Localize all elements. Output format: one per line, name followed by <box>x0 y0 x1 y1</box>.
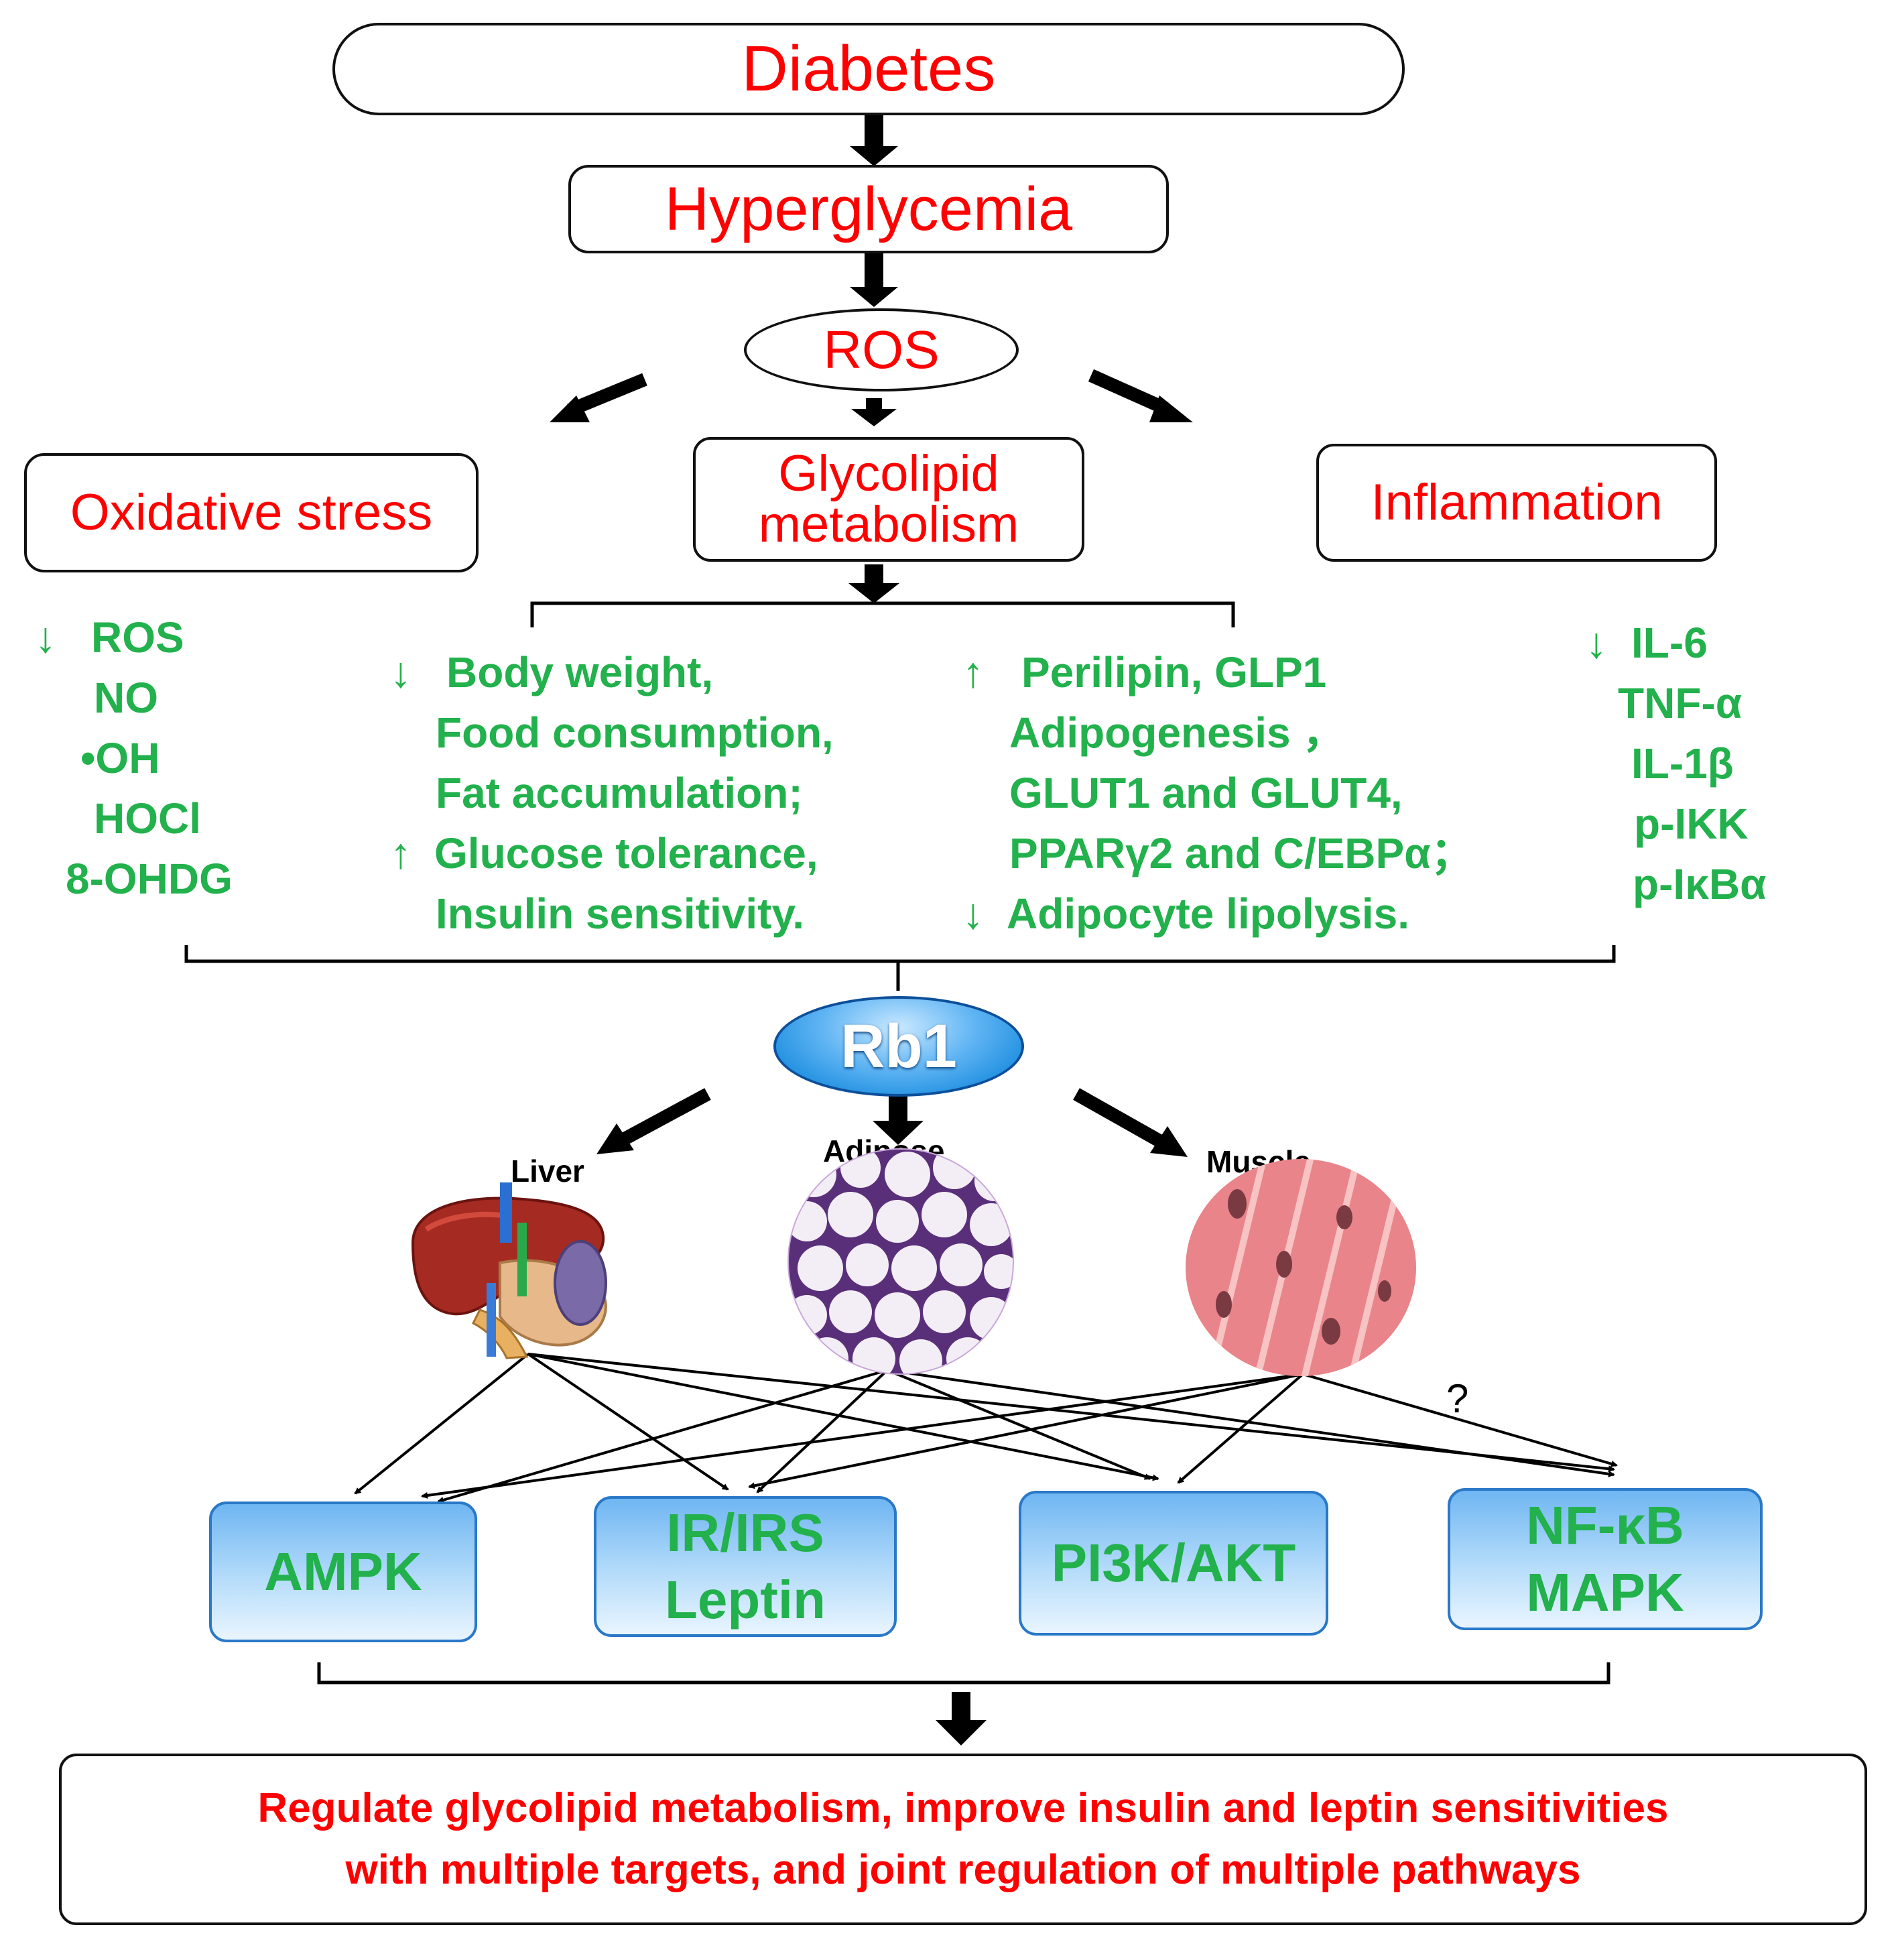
glyco-right-up-arrow: ↑ <box>962 648 984 696</box>
hyperglycemia-label: Hyperglycemia <box>664 175 1073 243</box>
conclusion-line2: with multiple targets, and joint regulat… <box>345 1847 1581 1893</box>
muscle-image <box>1186 1159 1416 1376</box>
glyco-left-line2: Food consumption, <box>436 709 834 757</box>
marker-il1b: IL-1β <box>1631 739 1734 788</box>
pathway-ir-irs: IR/IRS Leptin <box>594 1496 897 1637</box>
ros-ellipse: ROS <box>744 308 1019 391</box>
glycolipid-label-line2: metabolism <box>758 496 1019 553</box>
pathway-pi3k-line1: PI3K/AKT <box>1051 1533 1296 1593</box>
inflammation-down-arrow: ↓ <box>1586 619 1607 667</box>
conclusion-box: Regulate glycolipid metabolism, improve … <box>59 1754 1867 1925</box>
oxidative-down-arrow: ↓ <box>35 613 56 662</box>
bracket-glycolipid <box>530 601 1235 627</box>
glycolipid-box: Glycolipid metabolism <box>693 437 1084 562</box>
marker-ros: ROS <box>91 613 184 662</box>
adipose-image <box>787 1148 1014 1375</box>
pathway-ir-irs-line2: Leptin <box>665 1570 826 1630</box>
bracket-markers <box>184 945 1616 963</box>
glyco-left-line4: Glucose tolerance, <box>434 829 818 877</box>
brackets <box>184 601 1616 1685</box>
glyco-right-line1: Perilipin, GLP1 <box>1021 648 1327 696</box>
pathway-pi3k-akt: PI3K/AKT <box>1019 1491 1328 1636</box>
glyco-left-line5: Insulin sensitivity. <box>436 890 805 938</box>
marker-il6: IL-6 <box>1631 619 1708 667</box>
rb1-node: Rb1 <box>773 996 1024 1097</box>
glyco-right-line5: Adipocyte lipolysis. <box>1007 890 1410 938</box>
diabetes-label: Diabetes <box>741 33 996 105</box>
oxidative-stress-box: Oxidative stress <box>24 453 479 572</box>
arrow-diabetes-hyperglycemia <box>850 114 898 166</box>
ros-label: ROS <box>823 320 940 379</box>
glyco-right-line2: Adipogenesis ， <box>1009 709 1346 757</box>
hyperglycemia-box: Hyperglycemia <box>568 165 1169 253</box>
liver-image <box>411 1182 607 1359</box>
pathway-nfkb-mapk: NF-κB MAPK <box>1448 1488 1763 1630</box>
arrow-glycolipid-bracket <box>848 564 899 603</box>
arrow-hyperglycemia-ros <box>850 253 898 307</box>
marker-pikba: p-IκBα <box>1633 860 1767 908</box>
diagonal-thick-arrows <box>550 369 1193 1157</box>
conclusion-line1: Regulate glycolipid metabolism, improve … <box>257 1785 1669 1831</box>
glyco-left-up-arrow: ↑ <box>390 829 412 877</box>
oxidative-stress-label: Oxidative stress <box>70 484 433 541</box>
tissue-pathway-arrows <box>354 1353 1618 1504</box>
pathway-nfkb-line1: NF-κB <box>1526 1495 1684 1555</box>
inflammation-box: Inflammation <box>1316 444 1717 562</box>
pathway-ampk: AMPK <box>209 1502 477 1642</box>
question-mark: ? <box>1446 1376 1469 1421</box>
pathway-ampk-line1: AMPK <box>264 1542 422 1601</box>
marker-pikk: p-IKK <box>1634 800 1749 848</box>
glyco-right-line3: GLUT1 and GLUT4, <box>1009 769 1403 817</box>
marker-tnfa: TNF-α <box>1618 679 1743 727</box>
arrow-final <box>936 1692 987 1745</box>
arrow-ros-glycolipid <box>851 398 897 426</box>
liver-label: Liver <box>511 1154 584 1188</box>
marker-8ohdg: 8-OHDG <box>66 855 233 903</box>
glycolipid-label-line1: Glycolipid <box>778 445 999 502</box>
glyco-left-down-arrow: ↓ <box>390 648 412 696</box>
arrow-rb1-adipose <box>873 1089 924 1145</box>
glyco-right-line4: PPARγ2 and C/EBPα； <box>1009 829 1474 877</box>
glyco-right-down-arrow: ↓ <box>962 890 984 938</box>
bracket-pathways <box>317 1662 1610 1685</box>
rb1-label: Rb1 <box>840 1012 957 1081</box>
pathway-ir-irs-line1: IR/IRS <box>666 1503 824 1563</box>
inflammation-label: Inflammation <box>1371 474 1663 531</box>
marker-oh: •OH <box>80 734 160 782</box>
marker-hocl: HOCl <box>94 794 201 843</box>
glyco-left-line3: Fat accumulation; <box>436 769 803 817</box>
thick-arrows <box>848 114 987 1745</box>
glyco-left-line1: Body weight, <box>446 648 714 696</box>
pathway-nfkb-line2: MAPK <box>1526 1563 1684 1622</box>
diabetes-box: Diabetes <box>332 23 1405 115</box>
marker-no: NO <box>94 674 158 722</box>
